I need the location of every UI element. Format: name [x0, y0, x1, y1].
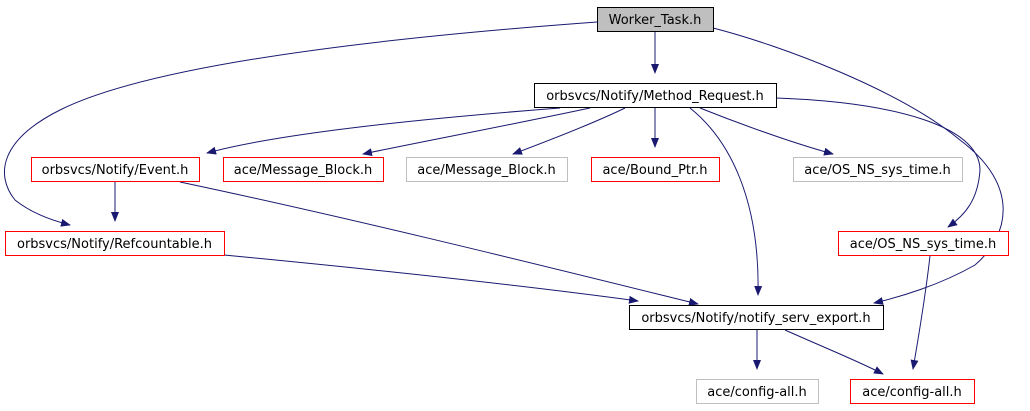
- node-box[interactable]: [696, 379, 819, 404]
- node-label: orbsvcs/Notify/Refcountable.h: [17, 237, 212, 252]
- node-config-all-grey[interactable]: ace/config-all.h: [696, 379, 819, 404]
- node-box[interactable]: [850, 379, 975, 404]
- node-label: Worker_Task.h: [609, 13, 702, 28]
- node-os-ns-sys-time-grey[interactable]: ace/OS_NS_sys_time.h: [793, 157, 963, 182]
- edge-method-request-to-message-block-red: [362, 107, 591, 157]
- edge-refcountable-to-notify-serv-export: [223, 254, 639, 304]
- edge-notify-serv-export-to-config-all-red: [784, 329, 884, 375]
- edges-layer: [3, 21, 1004, 375]
- node-os-ns-sys-time-red[interactable]: ace/OS_NS_sys_time.h: [838, 231, 1009, 256]
- node-box[interactable]: [5, 231, 225, 256]
- node-message-block-red[interactable]: ace/Message_Block.h: [223, 157, 384, 182]
- node-bound-ptr[interactable]: ace/Bound_Ptr.h: [591, 157, 720, 182]
- edge-os-ns-sys-time-red-to-config-all-red: [910, 255, 931, 370]
- edge-method-request-to-os-ns-sys-time-grey: [699, 107, 834, 156]
- node-box[interactable]: [591, 157, 720, 182]
- node-box[interactable]: [406, 157, 568, 182]
- node-label: orbsvcs/Notify/notify_serv_export.h: [641, 311, 870, 326]
- edge-method-request-to-message-block-grey: [512, 107, 626, 155]
- node-label: ace/Message_Block.h: [417, 163, 556, 178]
- edge-worker-task-to-refcountable: [3, 21, 598, 227]
- node-config-all-red[interactable]: ace/config-all.h: [850, 379, 975, 404]
- node-message-block-grey[interactable]: ace/Message_Block.h: [406, 157, 568, 182]
- node-label: ace/Message_Block.h: [234, 163, 373, 178]
- node-box[interactable]: [534, 83, 777, 108]
- node-box[interactable]: [838, 231, 1009, 256]
- node-box[interactable]: [629, 305, 884, 330]
- node-label: orbsvcs/Notify/Event.h: [42, 163, 189, 178]
- node-label: ace/Bound_Ptr.h: [602, 163, 707, 178]
- node-event[interactable]: orbsvcs/Notify/Event.h: [31, 157, 200, 182]
- node-refcountable[interactable]: orbsvcs/Notify/Refcountable.h: [5, 231, 225, 256]
- node-box[interactable]: [31, 157, 200, 182]
- node-method-request[interactable]: orbsvcs/Notify/Method_Request.h: [534, 83, 777, 108]
- edge-method-request-to-os-ns-sys-time-red: [775, 97, 981, 228]
- node-box[interactable]: [597, 7, 714, 32]
- node-notify-serv-export[interactable]: orbsvcs/Notify/notify_serv_export.h: [629, 305, 884, 330]
- edge-method-request-to-notify-serv-export: [689, 107, 763, 296]
- node-label: ace/OS_NS_sys_time.h: [804, 163, 950, 178]
- node-box[interactable]: [223, 157, 384, 182]
- node-label: ace/config-all.h: [707, 385, 807, 400]
- node-worker-task[interactable]: Worker_Task.h: [597, 7, 714, 32]
- nodes-layer: Worker_Task.h orbsvcs/Notify/Method_Reque…: [5, 7, 1009, 404]
- node-label: ace/OS_NS_sys_time.h: [850, 237, 996, 252]
- node-label: ace/config-all.h: [862, 385, 962, 400]
- edge-worker-task-to-notify-serv-export: [712, 27, 1004, 305]
- edge-event-to-notify-serv-export: [179, 181, 699, 306]
- node-box[interactable]: [793, 157, 963, 182]
- node-label: orbsvcs/Notify/Method_Request.h: [546, 89, 764, 104]
- edge-method-request-to-event: [206, 107, 561, 155]
